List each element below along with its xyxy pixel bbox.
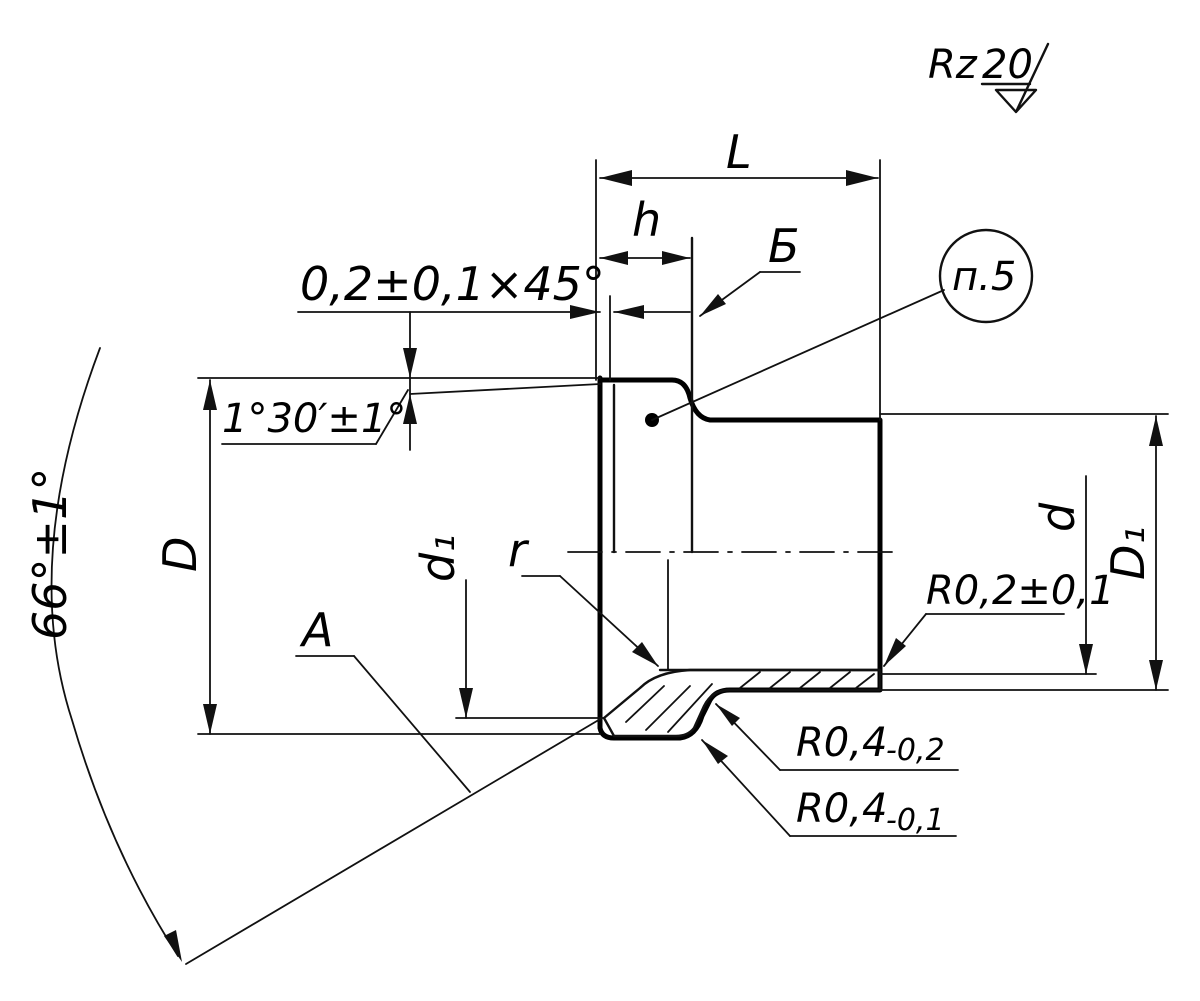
label-b: Б (768, 219, 800, 273)
dim-D: D (153, 379, 601, 735)
label-d: d (1031, 502, 1085, 532)
dim-d: d (879, 475, 1097, 675)
label-d1: d₁ (411, 534, 465, 582)
label-r-a-tol: -0,2 (886, 733, 945, 768)
dim-d1: d₁ (411, 534, 605, 719)
dim-r-a: R0,4 -0,2 (715, 703, 959, 771)
label-angle-small: 1°30′±1° (222, 396, 406, 442)
part-body (567, 236, 899, 741)
dim-A: A (185, 603, 603, 965)
dim-b: Б (699, 219, 801, 317)
dim-D1: D₁ (879, 413, 1169, 691)
label-h: h (632, 193, 661, 247)
dim-r-edge: R0,2±0,1 (883, 568, 1115, 667)
roughness-value: 20 (982, 42, 1033, 88)
label-L: L (726, 125, 752, 179)
roughness-check-icon (994, 42, 1050, 114)
note-callout: п.5 (651, 228, 1034, 421)
dim-L: L (595, 125, 881, 421)
dim-h: h (599, 193, 691, 265)
label-r-edge: R0,2±0,1 (926, 568, 1115, 614)
label-r-a-main: R0,4 (796, 720, 887, 766)
note-circle (938, 228, 1034, 324)
label-A: A (299, 603, 333, 657)
label-r-b-tol: -0,1 (886, 803, 945, 838)
dim-chamfer: 0,2±0,1×45° (297, 257, 691, 381)
label-D: D (153, 537, 207, 572)
dim-r-b: R0,4 -0,1 (701, 739, 957, 838)
label-D1: D₁ (1101, 526, 1155, 580)
roughness-prefix: Rz (928, 42, 978, 88)
label-r: r (508, 523, 530, 577)
label-r-b-main: R0,4 (796, 786, 887, 832)
roughness-symbol: Rz 20 (928, 42, 1050, 114)
label-angle-large: 66°±1° (23, 468, 77, 640)
dim-angle-large: 66°±1° (23, 347, 182, 962)
section-hatching (625, 671, 875, 733)
label-chamfer: 0,2±0,1×45° (300, 257, 605, 311)
dim-r: r (508, 523, 659, 667)
label-note: п.5 (952, 254, 1016, 300)
dim-angle-small: 1°30′±1° (197, 311, 601, 451)
